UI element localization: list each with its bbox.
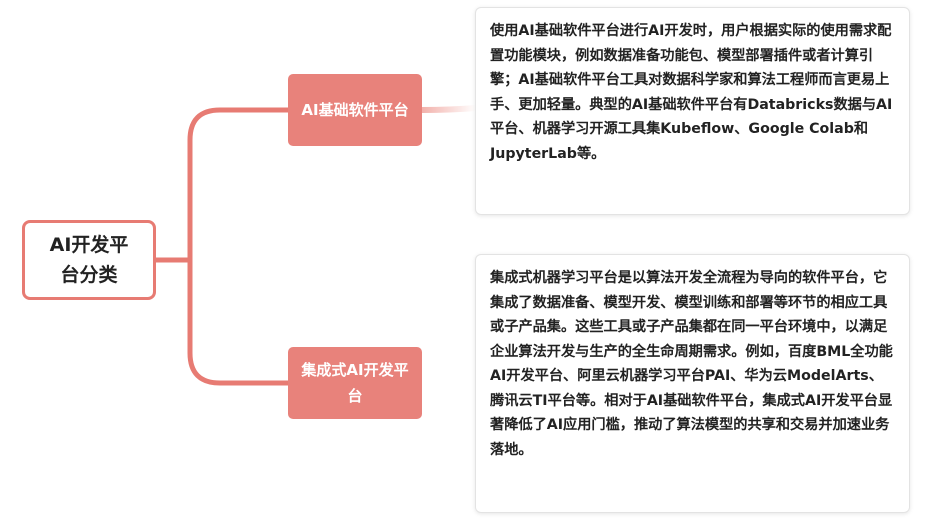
description-card-integrated-platform: 集成式机器学习平台是以算法开发全流程为导向的软件平台，它集成了数据准备、模型开发… [475, 254, 910, 513]
branch-label: 集成式AI开发平台 [301, 361, 409, 405]
root-label: AI开发平台分类 [49, 234, 129, 286]
description-card-ai-base-platform: 使用AI基础软件平台进行AI开发时，用户根据实际的使用需求配置功能模块，例如数据… [475, 7, 910, 215]
root-node: AI开发平台分类 [22, 220, 156, 300]
description-text: 使用AI基础软件平台进行AI开发时，用户根据实际的使用需求配置功能模块，例如数据… [490, 23, 893, 162]
branch-label: AI基础软件平台 [301, 101, 409, 119]
description-text: 集成式机器学习平台是以算法开发全流程为导向的软件平台，它集成了数据准备、模型开发… [490, 270, 893, 458]
connector-branch-1 [187, 107, 291, 265]
branch-node-integrated-platform: 集成式AI开发平台 [288, 347, 422, 419]
branch-node-ai-base-platform: AI基础软件平台 [288, 74, 422, 146]
connector-branch-2 [187, 255, 291, 386]
connector-card-1 [421, 105, 477, 113]
